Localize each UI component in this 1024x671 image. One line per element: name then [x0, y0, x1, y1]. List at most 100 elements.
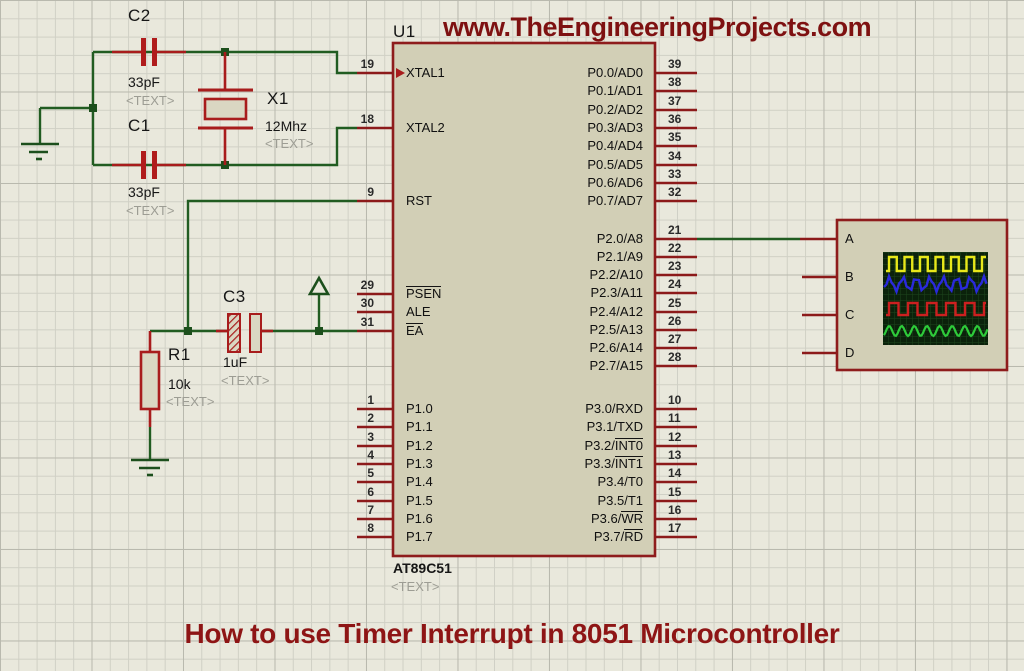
pin-number: 21: [668, 223, 682, 237]
wire: [186, 199, 357, 331]
pin-number: 9: [367, 185, 374, 199]
pin-name: XTAL1: [406, 65, 445, 80]
pin-name: P0.5/AD5: [587, 157, 643, 172]
u1-ref: U1: [393, 22, 416, 41]
pin-number: 26: [668, 314, 682, 328]
c1-ref: C1: [128, 116, 151, 135]
pin-name: RST: [406, 193, 432, 208]
pin-name: P2.1/A9: [596, 249, 643, 264]
pin-number: 30: [360, 296, 374, 310]
pin-name: P1.6: [406, 511, 433, 526]
ic-pin-stubs: [357, 71, 697, 539]
pin-name: P0.4/AD4: [587, 138, 643, 153]
pin-number: 12: [668, 430, 682, 444]
scope-channel-label: D: [845, 345, 855, 360]
pin-number: 33: [668, 167, 682, 181]
pin-number: 31: [360, 315, 374, 329]
c3-ref: C3: [223, 287, 246, 306]
pin-name: P1.0: [406, 401, 433, 416]
r1-value: 10k: [168, 376, 191, 392]
pin-name: P1.5: [406, 493, 433, 508]
pin-number: 11: [668, 411, 681, 425]
resistor-r1[interactable]: [139, 331, 161, 427]
site-title: www.TheEngineeringProjects.com: [443, 12, 872, 42]
wire: [93, 126, 357, 167]
pin-name: P3.5/T1: [597, 493, 643, 508]
wire-net[interactable]: [38, 50, 800, 459]
pin-number: 37: [668, 94, 682, 108]
pin-name: P0.2/AD2: [587, 102, 643, 117]
pin-name: P1.7: [406, 529, 433, 544]
pin-number: 8: [367, 521, 374, 535]
pin-number: 6: [367, 485, 374, 499]
crystal-x1[interactable]: [198, 52, 253, 165]
capacitor-c1[interactable]: [112, 151, 186, 179]
pin-number: 36: [668, 112, 682, 126]
pin-number: 3: [367, 430, 374, 444]
ground-symbol[interactable]: [131, 458, 169, 477]
waveform-channel-c: [886, 301, 986, 317]
pin-name: P1.4: [406, 474, 433, 489]
pin-name: P3.1/TXD: [586, 419, 643, 434]
waveform-channel-d: [883, 324, 989, 338]
pin-number: 13: [668, 448, 682, 462]
caption-title: How to use Timer Interrupt in 8051 Micro…: [184, 618, 840, 649]
pin-number: 10: [668, 393, 682, 407]
c2-text-placeholder: <TEXT>: [126, 93, 175, 108]
pin-name: P0.1/AD1: [587, 83, 643, 98]
pin-number: 23: [668, 259, 682, 273]
pin-number: 27: [668, 332, 682, 346]
pin-number: 15: [668, 485, 682, 499]
pin-number: 25: [668, 296, 682, 310]
pin-number: 34: [668, 149, 682, 163]
pin-name: P0.3/AD3: [587, 120, 643, 135]
c3-value: 1uF: [223, 354, 248, 370]
pin-number: 5: [367, 466, 374, 480]
pin-number: 35: [668, 130, 682, 144]
scope-channel-label: B: [845, 269, 854, 284]
x1-value: 12Mhz: [265, 118, 308, 134]
pin-number: 14: [668, 466, 682, 480]
u1-text-placeholder: <TEXT>: [391, 579, 440, 594]
scope-channel-label: C: [845, 307, 855, 322]
r1-text-placeholder: <TEXT>: [166, 394, 215, 409]
r1-ref: R1: [168, 345, 191, 364]
pin-name: P3.7/RD: [593, 529, 643, 544]
power-arrow[interactable]: [307, 275, 331, 296]
pin-name: P2.7/A15: [589, 358, 644, 373]
pin-name: P0.0/AD0: [587, 65, 643, 80]
pin-name: P0.6/AD6: [587, 175, 643, 190]
pin-name: P2.2/A10: [589, 267, 644, 282]
c2-value: 33pF: [128, 74, 160, 90]
waveform-channel-b: [883, 272, 988, 296]
pin-number: 2: [367, 411, 374, 425]
pin-number: 16: [668, 503, 682, 517]
pin-name: P2.0/A8: [596, 231, 643, 246]
wire: [93, 50, 357, 75]
ground-symbol[interactable]: [21, 142, 59, 161]
pin-name: PSEN: [406, 286, 442, 301]
pin-name: P2.3/A11: [590, 285, 643, 300]
capacitor-c3[interactable]: [216, 313, 273, 353]
xtal1-clock-arrow: [396, 68, 405, 78]
pin-name: XTAL2: [406, 120, 445, 135]
capacitor-c2[interactable]: [112, 38, 186, 66]
pin-name: P1.3: [406, 456, 433, 471]
pin-number: 29: [360, 278, 374, 292]
pin-name: P3.4/T0: [597, 474, 643, 489]
pin-name: ALE: [406, 304, 431, 319]
u1-part-number: AT89C51: [393, 560, 452, 576]
c2-ref: C2: [128, 6, 151, 25]
pin-name: P0.7/AD7: [587, 193, 643, 208]
pin-number: 1: [367, 393, 374, 407]
c1-text-placeholder: <TEXT>: [126, 203, 175, 218]
ic-body[interactable]: [391, 41, 657, 558]
pin-name: EA: [406, 323, 424, 338]
pin-number: 38: [668, 75, 682, 89]
pin-number: 7: [367, 503, 374, 517]
oscilloscope-body[interactable]: [800, 218, 1009, 372]
waveform-channel-a: [886, 255, 986, 273]
pin-name: P1.2: [406, 438, 433, 453]
scope-channel-label: A: [845, 231, 854, 246]
